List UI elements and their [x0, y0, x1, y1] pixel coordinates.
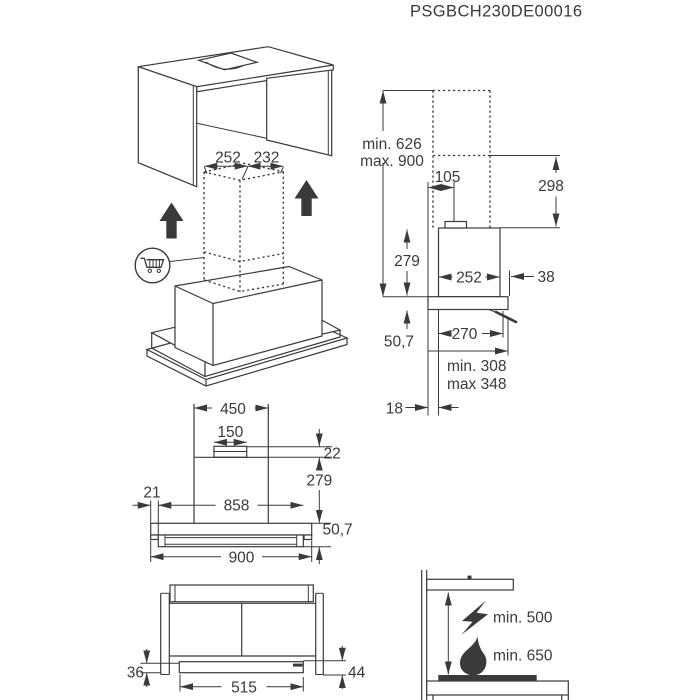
- dim-label-18: 18: [386, 401, 403, 418]
- iso-dimensions: 252 232: [203, 150, 284, 180]
- iso-view: 252 232: [134, 46, 349, 387]
- side-view: min. 626 max. 900 298 105 279 38 252: [360, 89, 564, 418]
- hood-base-side: [427, 296, 509, 311]
- dim-label-21: 21: [143, 485, 160, 502]
- cabinet-left-panel: [137, 65, 198, 188]
- bottom-view: 36 44 515: [127, 584, 366, 697]
- hood-silhouette: [426, 578, 514, 591]
- back-rail: [169, 584, 314, 603]
- dim-label-232-iso: 232: [254, 150, 280, 167]
- clearance-label-electric: min. 500: [493, 610, 553, 627]
- dim-label-105: 105: [435, 169, 461, 186]
- dim-label-38: 38: [538, 269, 555, 286]
- dim-label-515: 515: [231, 680, 257, 697]
- cabinet: [137, 46, 334, 188]
- dim-label-279-front: 279: [306, 473, 332, 490]
- dim-label-36: 36: [127, 665, 144, 682]
- dim-label-450: 450: [220, 401, 246, 418]
- dim-label-507-front: 50,7: [323, 522, 353, 539]
- cabinet-right-panel: [266, 69, 333, 157]
- cooktop-surface: [438, 675, 537, 681]
- dim-label-44: 44: [348, 665, 366, 682]
- visor-bottom: [178, 661, 304, 674]
- counter: [426, 680, 569, 696]
- dim-label-858: 858: [224, 498, 250, 515]
- dim-label-150: 150: [217, 424, 243, 441]
- up-arrow-icon-left: [159, 202, 184, 239]
- document-code: PSGBCH230DE00016: [410, 3, 582, 21]
- clearance-label-gas: min. 650: [493, 648, 553, 665]
- up-arrow-icon-right: [294, 180, 319, 216]
- dim-label-252-side: 252: [456, 270, 482, 287]
- dim-label-height-max: max. 900: [360, 153, 424, 170]
- hood-body-side: [437, 227, 501, 298]
- dim-label-507-side: 50,7: [384, 334, 414, 351]
- dim-label-279-side: 279: [394, 253, 420, 270]
- hood-base-front: [150, 522, 313, 536]
- dim-label-depth-max: max 348: [447, 376, 506, 393]
- clearance-view: min. 500 min. 650: [421, 570, 569, 700]
- dim-label-height-min: min. 626: [362, 136, 421, 153]
- dim-label-298: 298: [538, 178, 564, 195]
- hood-body-iso: [174, 265, 323, 367]
- dim-label-900: 900: [229, 550, 255, 567]
- damper-flap: [488, 308, 518, 324]
- flame-icon: [460, 636, 487, 676]
- lightning-bolt-icon: [461, 600, 488, 635]
- dim-label-depth-min: min. 308: [447, 358, 506, 375]
- visor-front: [157, 534, 304, 548]
- shopping-cart-icon: [134, 247, 205, 284]
- outlet-collar-side: [444, 220, 468, 229]
- dim-label-22: 22: [324, 446, 341, 463]
- dim-label-270: 270: [452, 326, 478, 343]
- front-view: 450 150 22 279 50,7 21 858: [132, 401, 353, 567]
- dim-label-252-iso: 252: [215, 150, 241, 167]
